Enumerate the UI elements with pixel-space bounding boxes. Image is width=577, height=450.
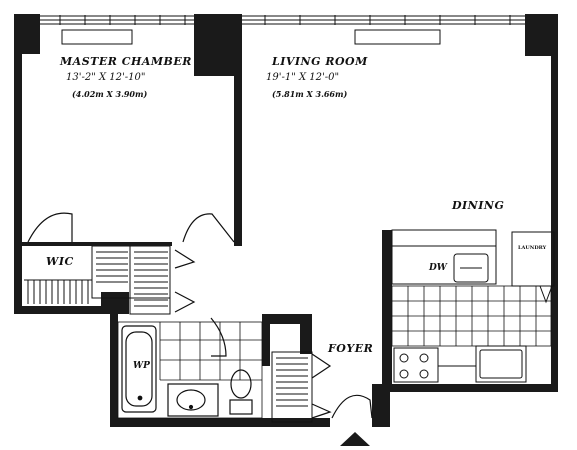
laundry-label: LAUNDRY	[518, 245, 547, 251]
master-chamber-label: MASTER CHAMBER	[60, 55, 192, 68]
foyer-closet	[271, 351, 313, 423]
stove	[393, 347, 439, 383]
kitchen	[391, 229, 555, 287]
window-mullions	[59, 15, 511, 25]
wic-shelving	[24, 279, 92, 304]
wic-partition	[22, 242, 172, 246]
laundry-door	[539, 285, 553, 304]
windows	[40, 15, 525, 25]
dining-label: DINING	[452, 199, 505, 212]
closet-shelving	[96, 251, 168, 307]
kitchen-tiles	[391, 285, 552, 347]
living-room-label: LIVING ROOM	[272, 55, 368, 68]
toilet	[229, 369, 253, 415]
whirlpool-label: WP	[133, 361, 150, 371]
bathroom-sink	[167, 383, 219, 417]
whirlpool-tub	[121, 325, 157, 413]
bathroom	[117, 321, 263, 419]
dishwasher-label: DW	[429, 263, 447, 273]
doors	[27, 212, 373, 419]
entry-arrow	[340, 432, 370, 446]
living-room-dim-ft: 19'-1" X 12'-0"	[266, 72, 340, 83]
walls	[14, 14, 558, 427]
master-chamber-dim-m: (4.02m X 3.90m)	[72, 89, 148, 99]
wic-label: WIC	[46, 255, 74, 268]
window-units	[61, 29, 441, 45]
living-room-dim-m: (5.81m X 3.66m)	[272, 89, 348, 99]
master-chamber-dim-ft: 13'-2" X 12'-10"	[66, 72, 146, 83]
kitchen-sink	[475, 345, 527, 383]
foyer-label: FOYER	[328, 342, 374, 355]
